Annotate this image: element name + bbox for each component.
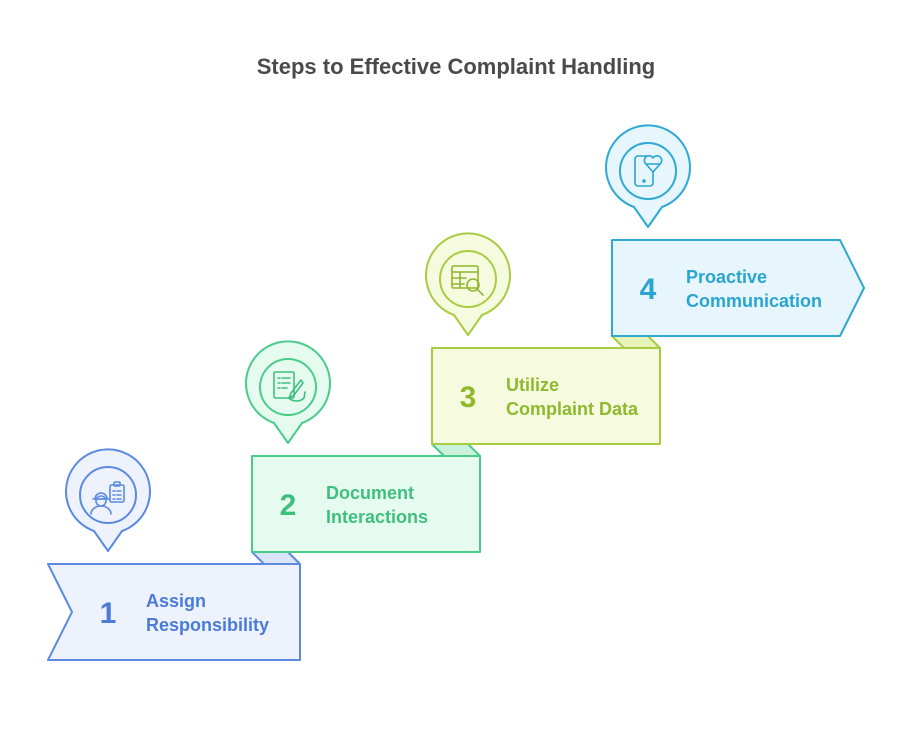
step-2-label-line1: Document: [326, 483, 414, 503]
step-3: 3 Utilize Complaint Data: [425, 232, 661, 445]
step-1-box: [47, 563, 301, 661]
step-3-label-line1: Utilize: [506, 375, 559, 395]
step-1-number: 1: [100, 597, 117, 630]
step-4-label-line1: Proactive: [686, 267, 767, 287]
step-4: 4 Proactive Communication: [605, 124, 865, 337]
step-4-number: 4: [640, 273, 657, 306]
step-1-label-line1: Assign: [146, 591, 206, 611]
step-4-label-line2: Communication: [686, 291, 822, 311]
worker-clipboard-icon: [90, 481, 125, 515]
diagram-title: Steps to Effective Complaint Handling: [257, 54, 655, 79]
step-3-pin: [425, 232, 511, 336]
step-2-number: 2: [280, 489, 297, 522]
step-2-tab: [431, 443, 481, 457]
step-1-pin: [65, 448, 151, 552]
step-4-box: [611, 239, 865, 337]
step-2-box: [251, 455, 481, 553]
step-3-tab: [611, 335, 661, 349]
data-search-icon: [451, 265, 484, 296]
document-pen-icon: [273, 371, 306, 402]
phone-heart-icon: [634, 154, 663, 187]
step-2: 2 Document Interactions: [245, 340, 481, 553]
step-1: 1 Assign Responsibility: [47, 448, 301, 661]
step-3-label-line2: Complaint Data: [506, 399, 639, 419]
step-1-tab: [251, 551, 301, 565]
step-2-pin: [245, 340, 331, 444]
step-3-number: 3: [460, 381, 477, 414]
step-1-label-line2: Responsibility: [146, 615, 269, 635]
step-3-box: [431, 347, 661, 445]
step-2-label-line2: Interactions: [326, 507, 428, 527]
step-4-pin: [605, 124, 691, 228]
